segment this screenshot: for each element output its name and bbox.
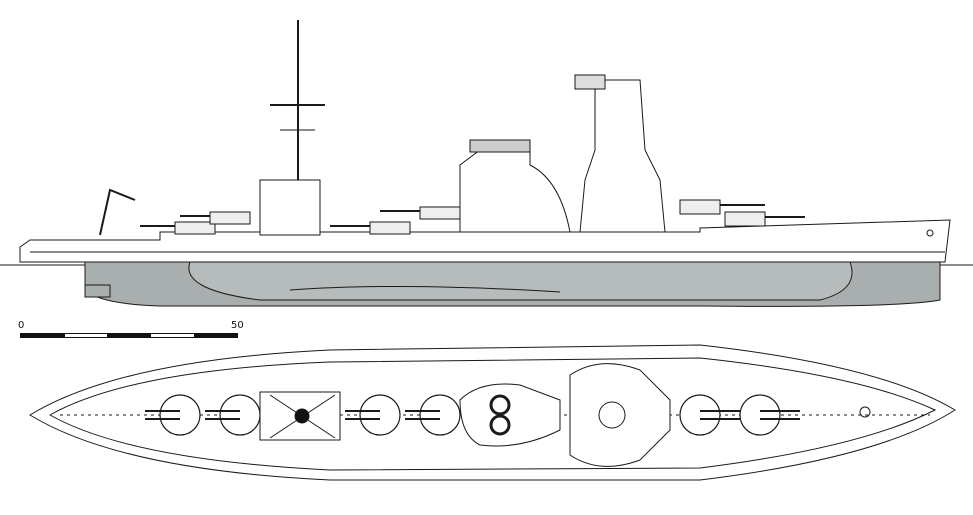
scale-start-label: 0	[18, 320, 25, 331]
bulge-line	[289, 285, 561, 293]
funnel-cap	[469, 139, 531, 153]
hawse-pipe	[926, 229, 934, 237]
mainmast-base	[294, 408, 310, 424]
scale-end-label: 50	[231, 320, 244, 331]
funnel-uptake-1	[489, 394, 511, 416]
fore-superstructure	[259, 179, 321, 236]
funnel-plan	[459, 383, 561, 447]
anti-torpedo-bulge	[188, 261, 853, 301]
capstan	[859, 406, 871, 418]
rangefinder	[574, 74, 606, 90]
main-turrets-side	[140, 199, 805, 235]
side-profile	[0, 20, 973, 307]
scale-bar	[20, 333, 238, 338]
deck-edge	[48, 357, 937, 471]
main-turrets-plan	[145, 394, 800, 436]
plan-view	[29, 344, 956, 481]
pagoda-mast	[579, 79, 666, 233]
aircraft-crane	[99, 188, 136, 236]
funnel	[459, 149, 571, 233]
funnel-uptake-2	[489, 414, 511, 436]
pagoda-plan	[598, 401, 626, 429]
rudder	[84, 284, 111, 298]
